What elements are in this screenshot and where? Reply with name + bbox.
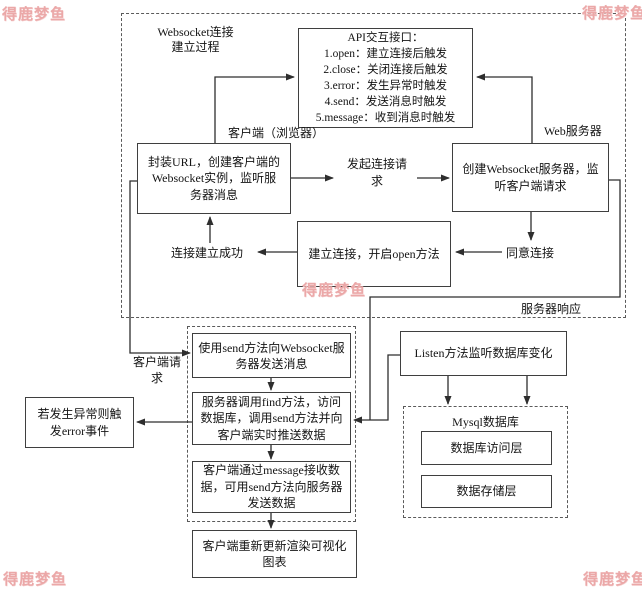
mysql-database-label: Mysql数据库: [452, 415, 519, 429]
group-title-line1: Websocket连接: [157, 25, 234, 39]
client-request-label: 客户端请 求: [127, 354, 187, 386]
api-interface-box: API交互接口： 1.open：建立连接后触发 2.close：关闭连接后触发 …: [298, 28, 473, 128]
watermark-top-right: 得鹿梦鱼: [582, 6, 642, 22]
open-connection-box: 建立连接，开启open方法: [297, 221, 451, 287]
group-title: Websocket连接 建立过程: [148, 25, 243, 55]
db-access-layer-box: 数据库访问层: [421, 431, 552, 465]
watermark-center: 得鹿梦鱼: [302, 283, 367, 299]
watermark-bottom-right: 得鹿梦鱼: [583, 572, 642, 588]
web-server-label: Web服务器: [544, 124, 602, 138]
group-title-line2: 建立过程: [171, 40, 220, 54]
initiate-request-line2: 求: [370, 174, 383, 188]
connector-listen-to-find: [353, 354, 400, 424]
client-request-line1: 客户端请: [132, 355, 181, 369]
listen-method-box: Listen方法监听数据库变化: [400, 331, 567, 376]
db-storage-layer-box: 数据存储层: [421, 475, 552, 508]
message-receive-box: 客户端通过message接收数据，可用send方法向服务器发送数据: [192, 461, 351, 513]
api-item-close: 2.close：关闭连接后触发: [323, 64, 448, 76]
watermark-bottom-left: 得鹿梦鱼: [3, 572, 68, 588]
api-item-send: 4.send：发送消息时触发: [324, 96, 447, 108]
api-item-open: 1.open：建立连接后触发: [324, 48, 447, 60]
api-box-title: API交互接口：: [347, 32, 424, 44]
agree-connect-label: 同意连接: [506, 246, 555, 260]
send-message-box: 使用send方法向Websocket服务器发送消息: [192, 333, 351, 378]
initiate-request-line1: 发起连接请: [346, 157, 407, 171]
client-request-line2: 求: [150, 371, 163, 385]
api-item-error: 3.error：发生异常时触发: [324, 80, 447, 92]
server-response-label: 服务器响应: [521, 302, 582, 316]
server-setup-box: 创建Websocket服务器，监听客户端请求: [452, 143, 609, 212]
api-item-message: 5.message：收到消息时触发: [315, 112, 456, 124]
render-chart-box: 客户端重新更新渲染可视化图表: [192, 530, 357, 578]
find-method-box: 服务器调用find方法，访问数据库，调用send方法并向客户端实时推送数据: [192, 392, 351, 445]
watermark-top-left: 得鹿梦鱼: [2, 7, 67, 23]
client-setup-box: 封装URL，创建客户端的Websocket实例，监听服务器消息: [137, 143, 291, 214]
client-browser-label: 客户端（浏览器）: [228, 126, 325, 140]
connect-success-label: 连接建立成功: [171, 246, 244, 260]
initiate-request-label: 发起连接请 求: [339, 156, 415, 190]
error-event-box: 若发生异常则触发error事件: [25, 397, 134, 448]
